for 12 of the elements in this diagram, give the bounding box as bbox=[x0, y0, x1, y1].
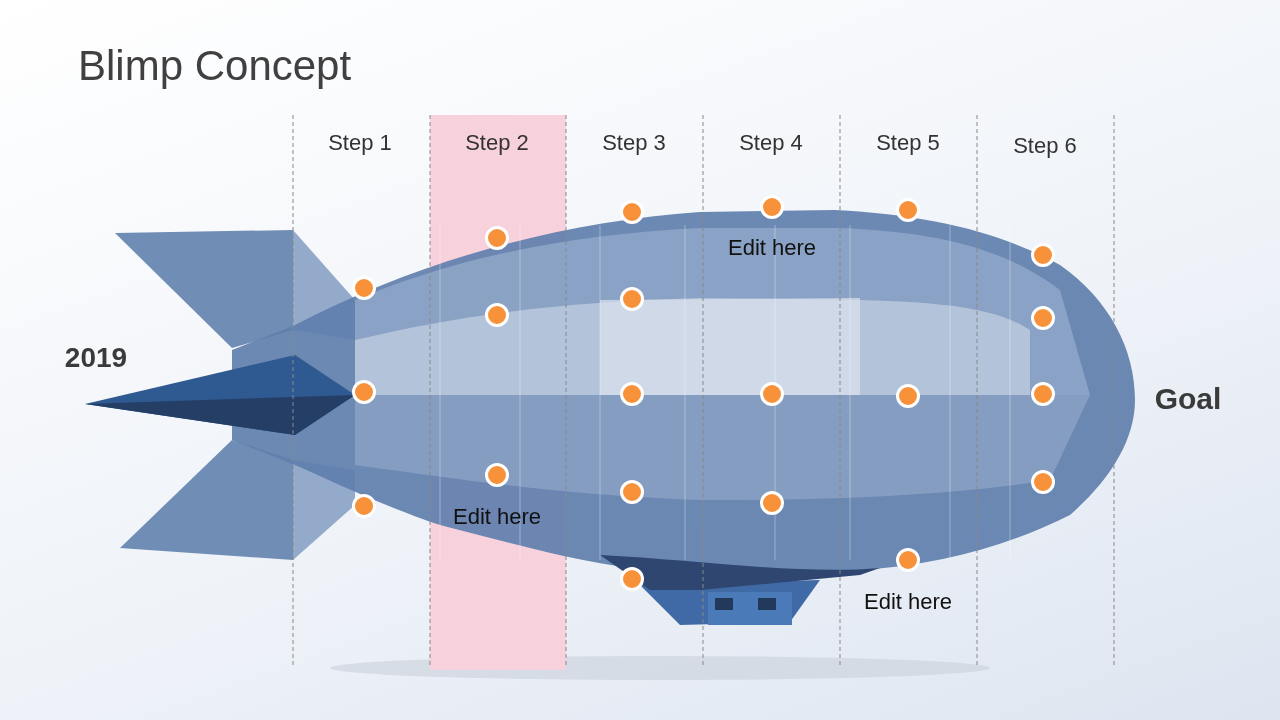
step-label: Step 5 bbox=[876, 130, 940, 156]
step-label: Step 6 bbox=[1013, 133, 1077, 159]
placeholder-text: Edit here bbox=[452, 504, 542, 530]
step-label: Step 4 bbox=[739, 130, 803, 156]
goal-label: Goal bbox=[1154, 382, 1222, 416]
step-label: Step 2 bbox=[465, 130, 529, 156]
step-label: Step 1 bbox=[328, 130, 392, 156]
placeholder-text: Edit here bbox=[863, 589, 953, 615]
placeholder-text: Edit here bbox=[727, 235, 817, 261]
step-label: Step 3 bbox=[602, 130, 666, 156]
slide-title: Blimp Concept bbox=[78, 42, 352, 90]
year-label: 2019 bbox=[64, 342, 128, 374]
